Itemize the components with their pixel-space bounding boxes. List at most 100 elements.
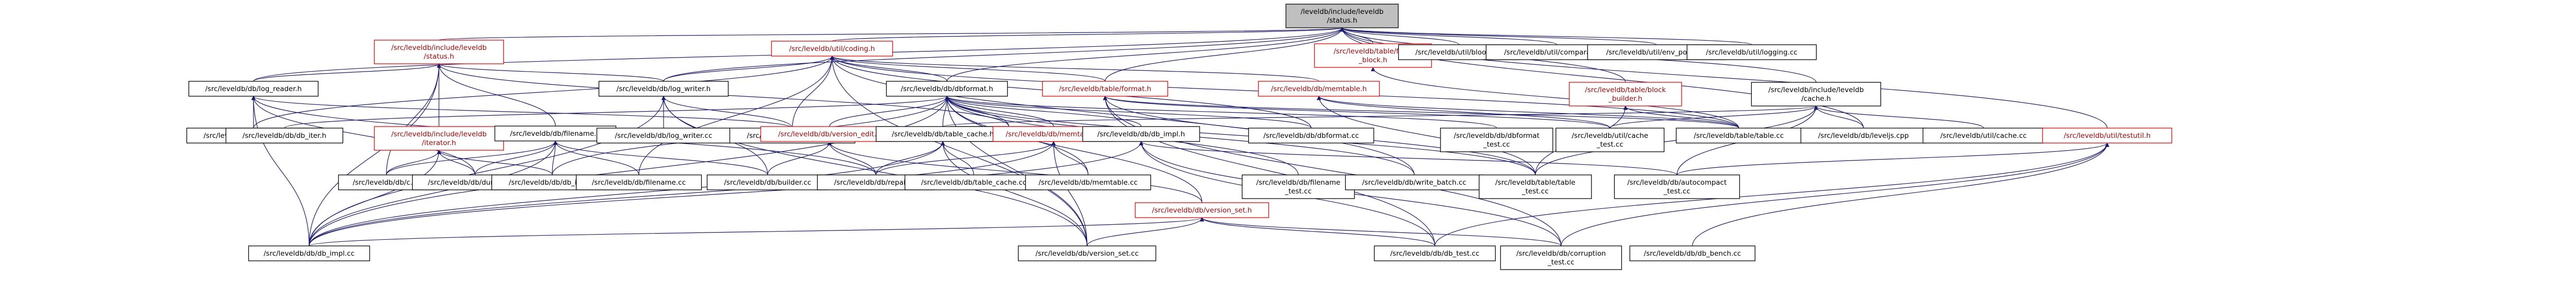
node-layer: /leveldb/include/leveldb/status.h/src/le… (186, 4, 2173, 270)
node-label: _test.cc (1284, 187, 1312, 196)
dependency-edge (1814, 105, 1864, 129)
graph-node-n2[interactable]: /src/leveldb/util/coding.h (771, 41, 893, 57)
node-label: /src/leveldb/util/logging.cc (1706, 48, 1798, 57)
node-label: /status.h (424, 52, 454, 61)
node-label: /src/leveldb/include/leveldb (391, 44, 486, 52)
graph-node-n9[interactable]: /src/leveldb/db/log_writer.h (598, 81, 729, 97)
graph-node-n7[interactable]: /src/leveldb/util/logging.cc (1686, 44, 1817, 60)
graph-node-n49[interactable]: /src/leveldb/db/corruption_test.cc (1500, 245, 1622, 270)
node-label: /src/leveldb/db/autocompact (1627, 179, 1726, 187)
dependency-edge (1103, 96, 1739, 129)
graph-node-n48[interactable]: /src/leveldb/db/db_test.cc (1374, 245, 1496, 261)
node-label: /src/leveldb/include/leveldb (1768, 86, 1863, 94)
node-label: /src/leveldb/table/format.h (1059, 85, 1151, 93)
graph-node-n14[interactable]: /src/leveldb/include/leveldb/cache.h (1751, 82, 1882, 106)
graph-node-n30[interactable]: /src/leveldb/util/cache.cc (1922, 128, 2045, 144)
node-label: /src/leveldb/db/c.cc (353, 179, 420, 187)
node-box (494, 126, 617, 141)
node-box (1479, 174, 1592, 199)
graph-node-n10[interactable]: /src/leveldb/db/dbformat.h (886, 81, 1008, 97)
node-box (2042, 128, 2173, 144)
node-box (771, 41, 893, 57)
graph-node-n44[interactable]: /src/leveldb/table/table_test.cc (1479, 174, 1592, 199)
dependency-edge (436, 63, 664, 82)
node-label: /src/leveldb/table/filter (1334, 47, 1413, 56)
dependency-edge (827, 141, 876, 175)
node-box (1374, 245, 1496, 261)
node-label: /iterator.h (422, 139, 456, 147)
graph-node-n12[interactable]: /src/leveldb/db/memtable.h (1258, 81, 1380, 97)
node-box (374, 40, 504, 64)
dependency-edge (251, 96, 476, 175)
graph-node-n11[interactable]: /src/leveldb/table/format.h (1042, 81, 1168, 97)
graph-node-n42[interactable]: /src/leveldb/db/filename_test.cc (1242, 174, 1355, 199)
dependency-edge (1103, 96, 1435, 246)
graph-node-n47[interactable]: /src/leveldb/db/version_set.cc (1018, 245, 1157, 261)
node-label: /src/leveldb/db/version_set.h (1152, 206, 1252, 215)
node-box (1751, 82, 1882, 106)
dependency-edge (309, 96, 950, 246)
node-label: _test.cc (1483, 140, 1510, 149)
dependency-edge (553, 140, 768, 175)
graph-node-n29[interactable]: /src/leveldb/db/leveljs.cpp (1800, 128, 1927, 144)
node-label: _test.cc (1521, 187, 1549, 196)
dependency-edge (309, 63, 442, 246)
graph-node-n37[interactable]: /src/leveldb/db/builder.cc (706, 174, 829, 190)
dependency-edge (284, 96, 949, 129)
dependency-edge (1340, 27, 1864, 129)
node-label: /src/leveldb/util/cache.cc (1940, 132, 2027, 140)
graph-node-n31[interactable]: /src/leveldb/util/testutil.h (2042, 128, 2173, 144)
node-box (1555, 128, 1665, 152)
graph-node-n1[interactable]: /src/leveldb/include/leveldb/status.h (374, 40, 504, 64)
node-label: /src/leveldb/util/bloom.cc (1415, 48, 1503, 57)
node-label: /src/leveldb/db/filename (1256, 179, 1340, 187)
node-label: /src/leveldb/db/db_impl.cc (264, 250, 355, 258)
graph-node-n40[interactable]: /src/leveldb/db/memtable.cc (1025, 174, 1151, 190)
graph-node-n22[interactable]: /src/leveldb/db/table_cache.h (875, 126, 1010, 142)
node-label: /src/leveldb/table/table.cc (1694, 132, 1784, 140)
node-box (225, 128, 344, 144)
dependency-edge (309, 217, 1204, 246)
graph-node-n18[interactable]: /src/leveldb/db/filename.h (494, 126, 617, 141)
graph-node-n27[interactable]: /src/leveldb/util/cache_test.cc (1555, 128, 1665, 152)
graph-node-n46[interactable]: /src/leveldb/db/db_impl.cc (248, 245, 370, 261)
node-label: /src/leveldb/db/leveljs.cpp (1818, 132, 1909, 140)
node-label: _test.cc (1547, 258, 1574, 267)
graph-node-n26[interactable]: /src/leveldb/db/dbformat_test.cc (1440, 128, 1553, 152)
node-label: /src/leveldb/db/dbformat.h (901, 85, 993, 93)
graph-node-n41[interactable]: /src/leveldb/db/version_set.h (1134, 202, 1269, 218)
graph-node-n17[interactable]: /src/leveldb/include/leveldb/iterator.h (374, 126, 504, 151)
node-label: /src/leveldb/include/leveldb (391, 130, 486, 138)
graph-node-n50[interactable]: /src/leveldb/db/db_bench.cc (1629, 245, 1756, 261)
node-box (1025, 174, 1151, 190)
graph-node-n39[interactable]: /src/leveldb/db/table_cache.cc (904, 174, 1043, 190)
dependency-edge (552, 140, 558, 175)
node-label: /src/leveldb/util/cache (1572, 132, 1648, 140)
dependency-edge (829, 56, 947, 82)
graph-node-n36[interactable]: /src/leveldb/db/filename.cc (575, 174, 702, 190)
node-box (1440, 128, 1553, 152)
graph-node-n21[interactable]: /src/leveldb/db/version_edit.h (760, 126, 899, 142)
dependency-edge (309, 141, 1144, 246)
node-label: /src/leveldb/db/filename.cc (592, 179, 686, 187)
graph-node-n8[interactable]: /src/leveldb/db/log_reader.h (188, 81, 319, 97)
node-box (1042, 81, 1168, 97)
graph-node-n19[interactable]: /src/leveldb/db/log_writer.cc (596, 128, 731, 144)
graph-node-n43[interactable]: /src/leveldb/db/write_batch.cc (1345, 174, 1484, 190)
dependency-edge (944, 96, 1312, 129)
graph-node-n32[interactable]: /src/leveldb/db/db_iter.h (225, 128, 344, 144)
dependency-edge (944, 96, 1088, 246)
graph-node-n24[interactable]: /src/leveldb/db/db_impl.h (1082, 126, 1200, 142)
dependency-edge (309, 140, 558, 246)
dependency-edge (832, 27, 1344, 42)
graph-node-n0[interactable]: /leveldb/include/leveldb/status.h (1285, 4, 1399, 28)
dependency-edge (1340, 27, 1557, 45)
graph-node-n25[interactable]: /src/leveldb/db/dbformat.cc (1248, 128, 1375, 144)
graph-node-n28[interactable]: /src/leveldb/table/table.cc (1675, 128, 1802, 144)
dependency-edge (829, 56, 1415, 175)
dependency-edge (1316, 96, 1536, 175)
graph-node-n45[interactable]: /src/leveldb/db/autocompact_test.cc (1614, 174, 1740, 199)
graph-node-n13[interactable]: /src/leveldb/table/block_builder.h (1569, 82, 1682, 106)
dependency-edge (438, 27, 1344, 41)
dependency-edge (253, 63, 442, 82)
